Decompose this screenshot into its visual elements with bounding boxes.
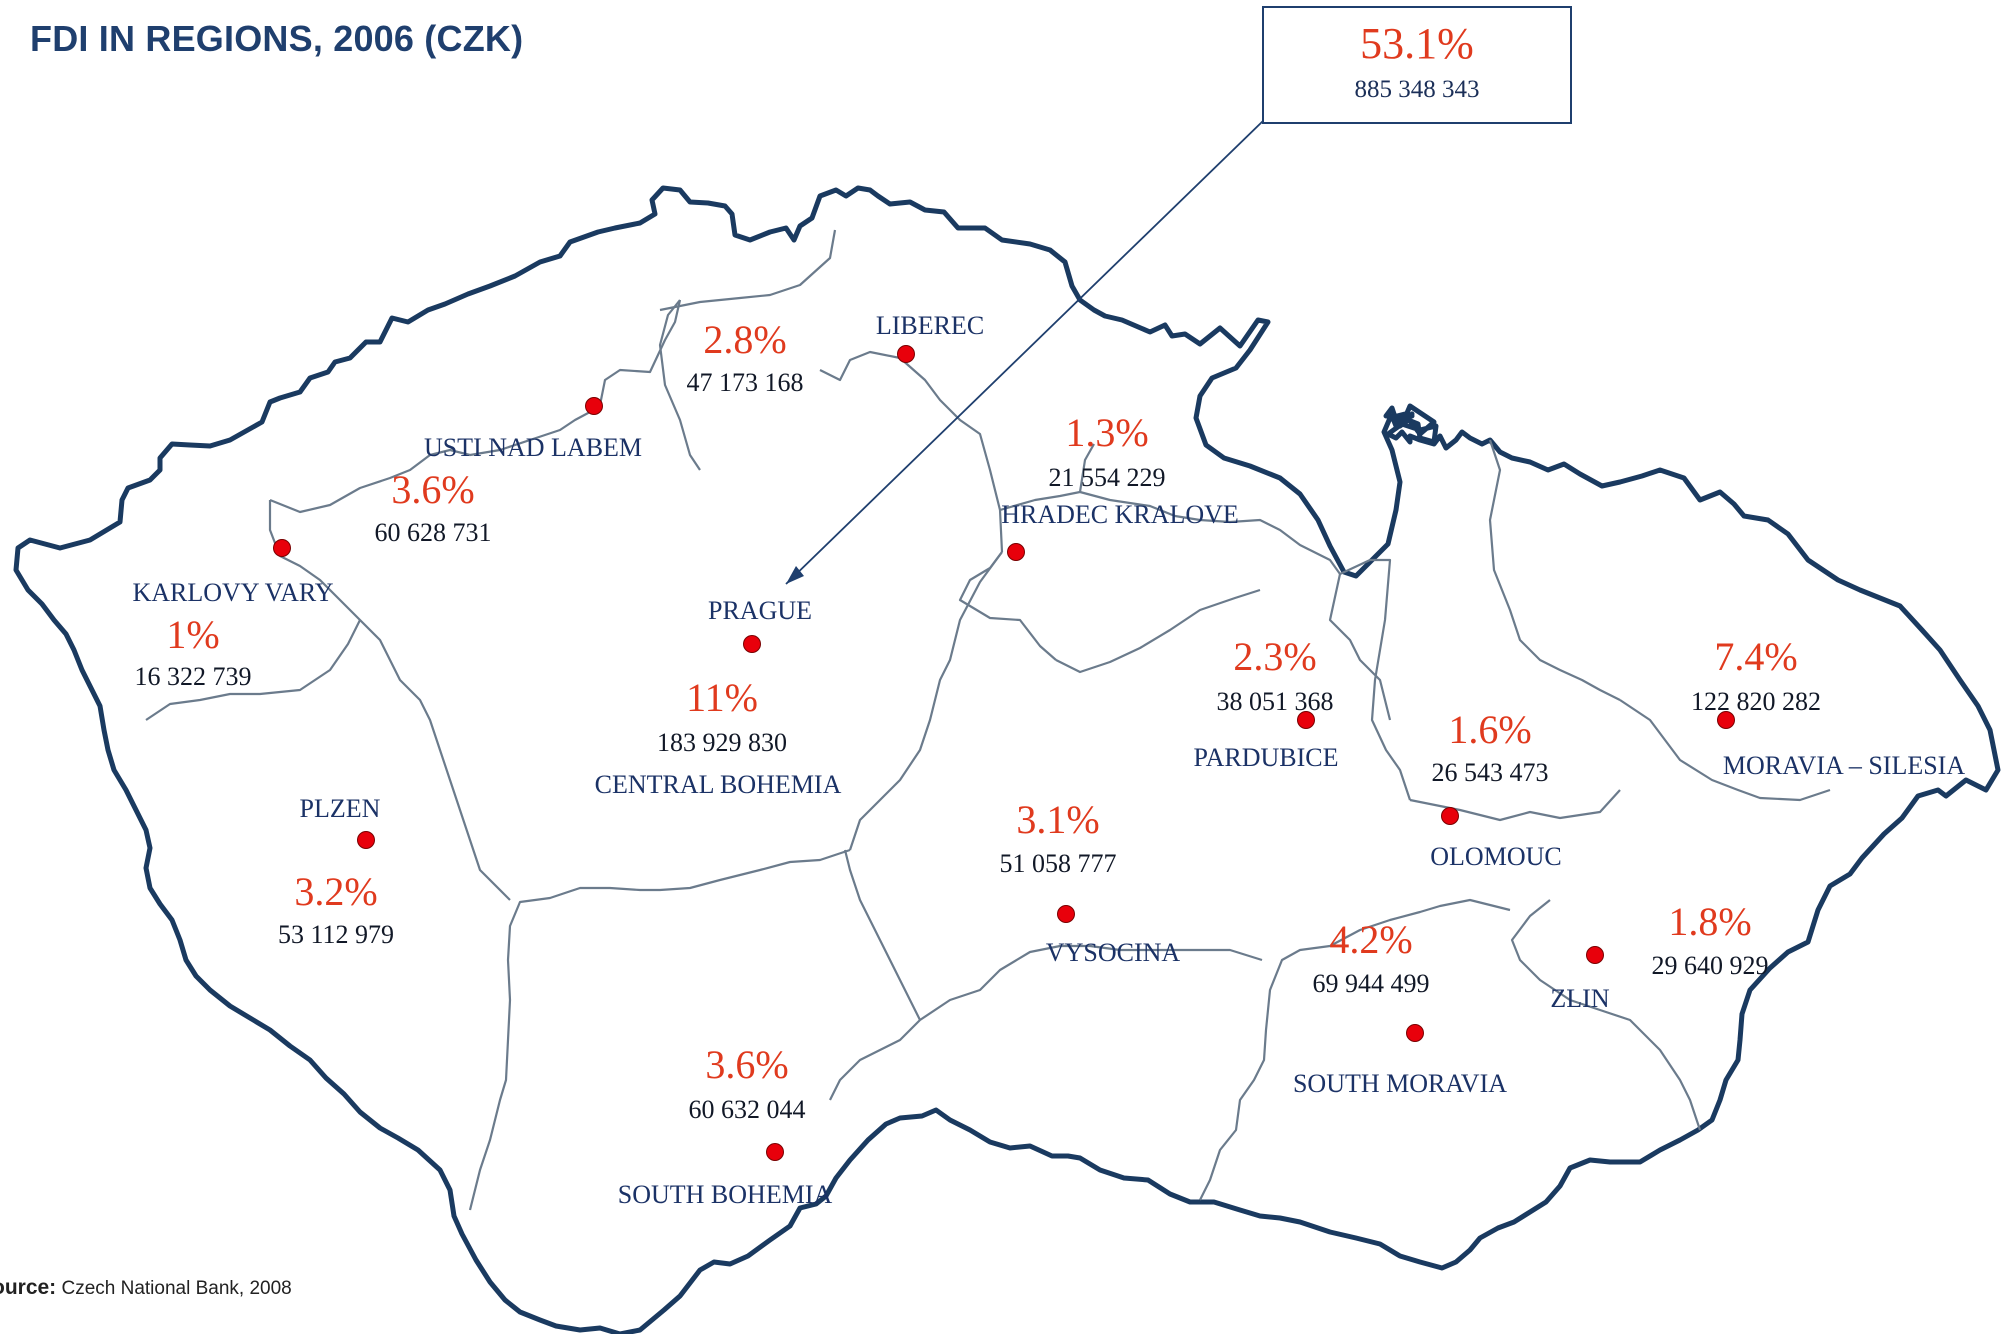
marker-prague <box>743 635 761 653</box>
region-name-zlin: ZLIN <box>1550 984 1610 1013</box>
region-name-vysocina: VYSOCINA <box>1045 938 1181 967</box>
region-name-south-bohemia: SOUTH BOHEMIA <box>617 1180 833 1209</box>
region-name-usti-nad-labem: USTI NAD LABEM <box>423 433 643 462</box>
marker-south-moravia <box>1406 1024 1424 1042</box>
country-border <box>13 185 2001 1334</box>
source-text: Czech National Bank, 2008 <box>61 1278 292 1299</box>
region-percent-vysocina: 3.1% <box>1016 797 1100 842</box>
region-name-olomouc: OLOMOUC <box>1430 842 1562 871</box>
region-name-liberec: LIBEREC <box>875 311 985 340</box>
region-name-karlovy-vary: KARLOVY VARY <box>132 578 334 607</box>
region-percent-hradec-kralove: 1.3% <box>1065 410 1149 455</box>
region-name-prague: PRAGUE <box>707 596 813 625</box>
marker-pardubice <box>1297 711 1315 729</box>
marker-karlovy-vary <box>273 539 291 557</box>
region-percent-karlovy-vary: 1% <box>166 612 220 657</box>
region-percent-liberec: 2.8% <box>703 317 787 362</box>
region-percent-pardubice: 2.3% <box>1233 634 1317 679</box>
marker-olomouc <box>1441 807 1459 825</box>
region-name-pardubice: PARDUBICE <box>1193 743 1339 772</box>
region-percent-south-bohemia: 3.6% <box>705 1042 789 1087</box>
region-value-south-moravia: 69 944 499 <box>1312 969 1430 998</box>
region-value-vysocina: 51 058 777 <box>999 849 1117 878</box>
region-value-pardubice: 38 051 368 <box>1216 687 1334 716</box>
marker-moravia-silesia <box>1717 711 1735 729</box>
region-percent-olomouc: 1.6% <box>1448 707 1532 752</box>
marker-vysocina <box>1057 905 1075 923</box>
region-value-karlovy-vary: 16 322 739 <box>134 662 252 691</box>
region-name-moravia-silesia: MORAVIA – SILESIA <box>1722 751 1966 780</box>
region-value-moravia-silesia: 122 820 282 <box>1691 687 1821 716</box>
marker-usti-nad-labem <box>585 397 603 415</box>
region-value-usti-nad-labem: 60 628 731 <box>374 518 492 547</box>
region-name-central-bohemia: CENTRAL BOHEMIA <box>594 770 842 799</box>
callout-percent: 53.1% <box>1360 19 1474 68</box>
marker-zlin <box>1586 946 1604 964</box>
region-name-hradec-kralove: HRADEC KRALOVE <box>1001 500 1239 529</box>
region-value-plzen: 53 112 979 <box>277 920 395 949</box>
region-value-south-bohemia: 60 632 044 <box>688 1095 806 1124</box>
marker-south-bohemia <box>766 1143 784 1161</box>
region-borders <box>145 229 1831 1211</box>
region-percent-plzen: 3.2% <box>294 869 378 914</box>
region-percent-central-bohemia: 11% <box>686 675 758 720</box>
source-note: ource: Czech National Bank, 2008 <box>0 1276 292 1300</box>
region-name-south-moravia: SOUTH MORAVIA <box>1292 1069 1508 1098</box>
region-value-liberec: 47 173 168 <box>686 368 804 397</box>
region-percent-south-moravia: 4.2% <box>1329 917 1413 962</box>
region-value-zlin: 29 640 929 <box>1651 951 1769 980</box>
region-value-hradec-kralove: 21 554 229 <box>1048 463 1166 492</box>
marker-plzen <box>357 831 375 849</box>
region-percent-usti-nad-labem: 3.6% <box>391 467 475 512</box>
prague-callout-box: 53.1% 885 348 343 <box>1262 6 1572 124</box>
region-name-plzen: PLZEN <box>299 794 381 823</box>
source-label: ource: <box>0 1276 57 1299</box>
region-percent-zlin: 1.8% <box>1668 899 1752 944</box>
callout-arrowhead <box>786 566 804 584</box>
marker-liberec <box>897 345 915 363</box>
region-value-olomouc: 26 543 473 <box>1431 758 1549 787</box>
map-title: FDI IN REGIONS, 2006 (CZK) <box>30 18 524 59</box>
callout-leader <box>785 119 1265 585</box>
callout-value: 885 348 343 <box>1354 76 1480 103</box>
marker-hradec-kralove <box>1007 543 1025 561</box>
region-percent-moravia-silesia: 7.4% <box>1714 634 1798 679</box>
region-value-central-bohemia: 183 929 830 <box>657 728 787 757</box>
